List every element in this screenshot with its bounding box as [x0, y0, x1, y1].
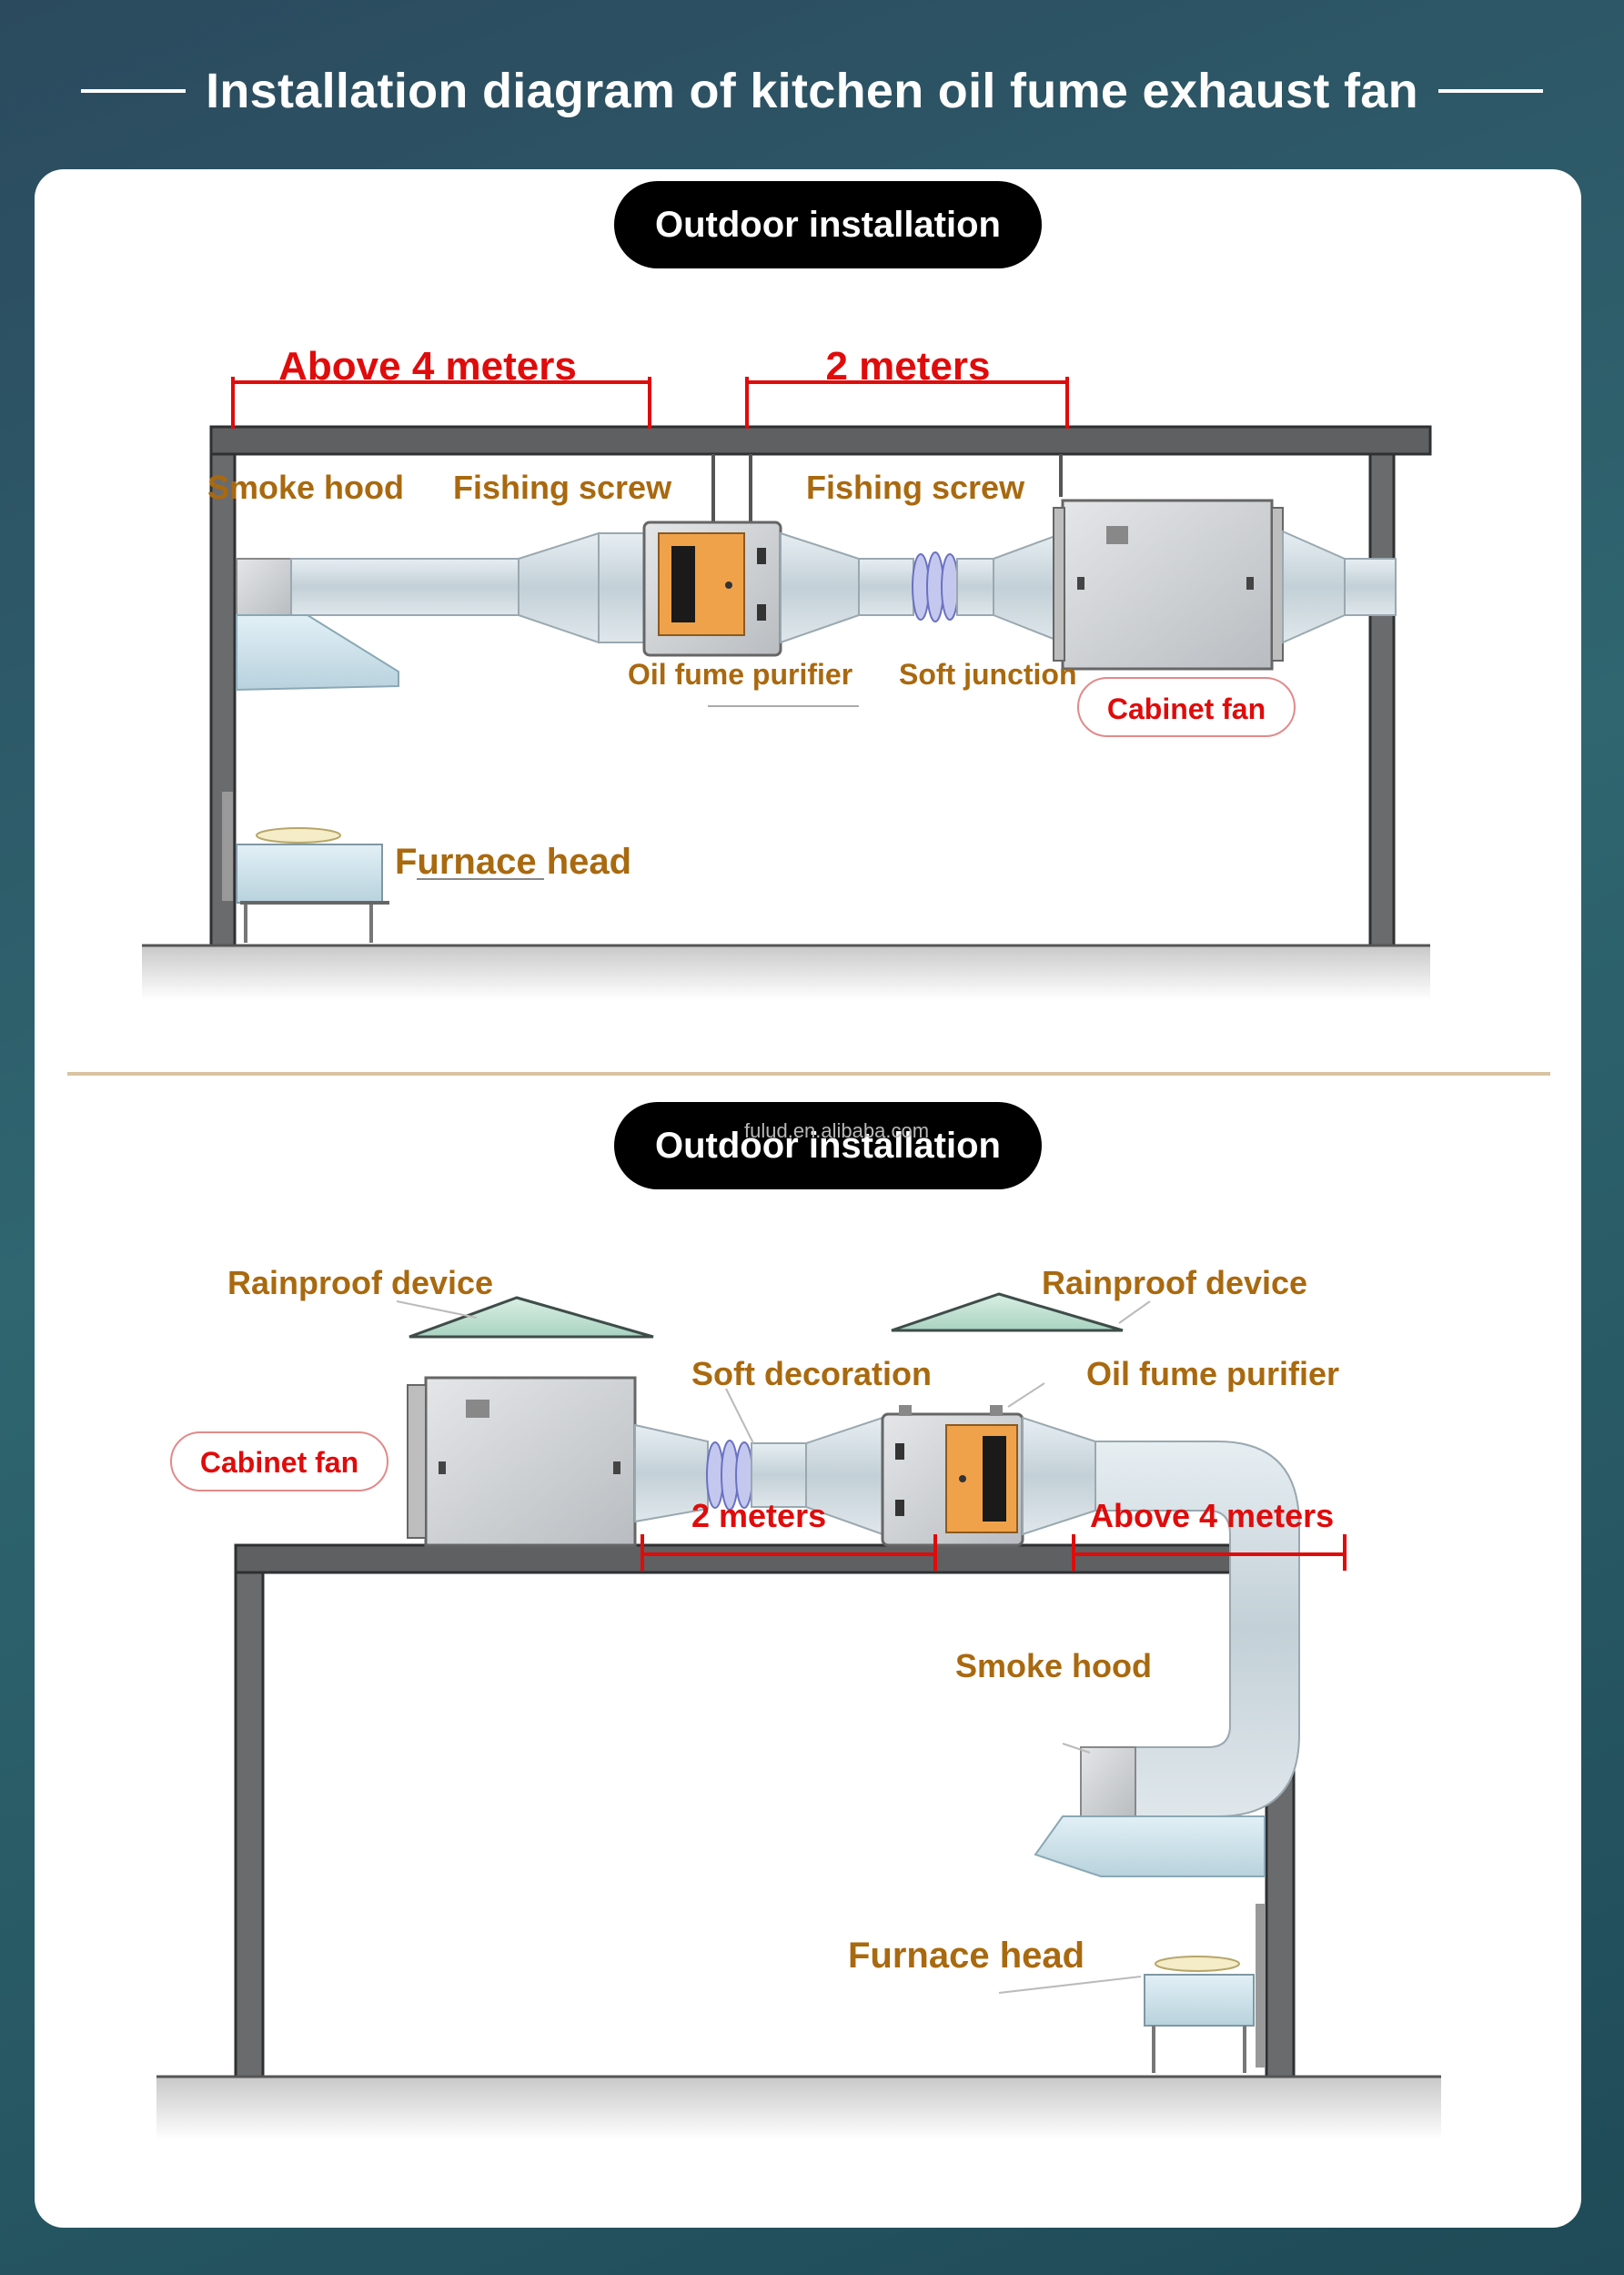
section-divider: [67, 1072, 1550, 1076]
section2-diagram: Rainproof device Rainproof device Soft d…: [156, 1264, 1441, 2140]
label-furnace-head: Furnace head: [848, 1936, 1084, 1976]
leader-line: [1007, 1382, 1045, 1408]
smoke-hood: [1034, 1815, 1266, 1877]
duct-reducer: [1022, 1416, 1096, 1536]
dimension-above-4m: [231, 377, 651, 429]
floor-slab: [156, 2077, 1441, 2140]
dimension-above-4m: [1072, 1534, 1347, 1571]
dimension-label-above-4m: Above 4 meters: [278, 344, 577, 389]
section2-pill: Outdoor installation: [614, 1102, 1042, 1189]
duct-straight: [858, 558, 914, 616]
left-wall: [234, 1571, 265, 2078]
duct-elbow: [1094, 1441, 1300, 1817]
cabinet-fan-unit: [1053, 499, 1284, 671]
oil-fume-purifier-unit: [881, 1405, 1024, 1547]
soft-junction-bellows: [912, 551, 959, 622]
label-fishing-screw-2: Fishing screw: [806, 469, 1025, 506]
hood-collar: [1080, 1746, 1136, 1817]
section1-diagram: Above 4 meters 2 meters Smoke hood Fishi…: [142, 344, 1432, 1000]
ceiling-slab: [209, 425, 1432, 456]
dimension-label-2m: 2 meters: [825, 344, 990, 389]
dimension-2m: [745, 377, 1069, 429]
page-header: Installation diagram of kitchen oil fume…: [0, 55, 1624, 127]
label-soft-decoration: Soft decoration: [691, 1355, 932, 1392]
duct-straight: [956, 558, 994, 616]
leader-line: [998, 1976, 1142, 1994]
label-rainproof-device-left: Rainproof device: [227, 1264, 493, 1301]
label-smoke-hood: Smoke hood: [955, 1647, 1152, 1684]
label-rainproof-device-right: Rainproof device: [1042, 1264, 1307, 1301]
rainproof-device-left: [409, 1296, 654, 1339]
soft-decoration-bellows: [706, 1440, 753, 1511]
header-rule-left: [81, 89, 187, 93]
label-furnace-head: Furnace head: [395, 842, 631, 882]
furnace-head-stove: [1144, 1904, 1265, 2073]
roof-slab: [234, 1543, 1295, 1574]
cabinet-fan-unit: [407, 1376, 637, 1547]
dimension-2m: [641, 1534, 937, 1571]
dimension-label-2m: 2 meters: [691, 1497, 826, 1534]
leader-line: [1118, 1300, 1151, 1324]
duct-outlet: [1344, 558, 1397, 616]
smoke-hood: [236, 614, 399, 692]
duct-straight: [290, 558, 519, 616]
duct-straight: [751, 1442, 807, 1508]
duct-reducer: [634, 1423, 709, 1523]
dimension-label-above-4m: Above 4 meters: [1090, 1497, 1334, 1534]
label-oil-fume-purifier: Oil fume purifier: [628, 658, 852, 691]
label-soft-junction: Soft junction: [899, 658, 1077, 691]
section1-pill: Outdoor installation: [614, 181, 1042, 268]
hood-collar: [236, 558, 292, 616]
label-fishing-screw-1: Fishing screw: [453, 469, 672, 506]
cabinet-fan-tag: [170, 1431, 388, 1491]
header-rule-right: [1437, 89, 1543, 93]
label-cabinet-fan: Cabinet fan: [1107, 693, 1266, 725]
cabinet-fan-tag: [1077, 677, 1296, 737]
furnace-head-stove: [222, 792, 389, 943]
watermark: fulud.en.alibaba.com: [744, 1119, 930, 1142]
diagram-card: Outdoor installation: [35, 169, 1581, 2228]
rainproof-device-right: [891, 1292, 1124, 1332]
floor-slab: [142, 945, 1430, 1000]
label-oil-fume-purifier: Oil fume purifier: [1086, 1355, 1339, 1392]
leader-line: [725, 1388, 754, 1444]
oil-fume-purifier-unit: [642, 521, 782, 657]
leader-line: [1062, 1743, 1091, 1754]
label-cabinet-fan: Cabinet fan: [200, 1446, 358, 1479]
label-smoke-hood: Smoke hood: [207, 469, 404, 506]
page-title: Installation diagram of kitchen oil fume…: [206, 64, 1418, 118]
leader-line: [396, 1300, 478, 1319]
right-wall: [1368, 452, 1396, 947]
